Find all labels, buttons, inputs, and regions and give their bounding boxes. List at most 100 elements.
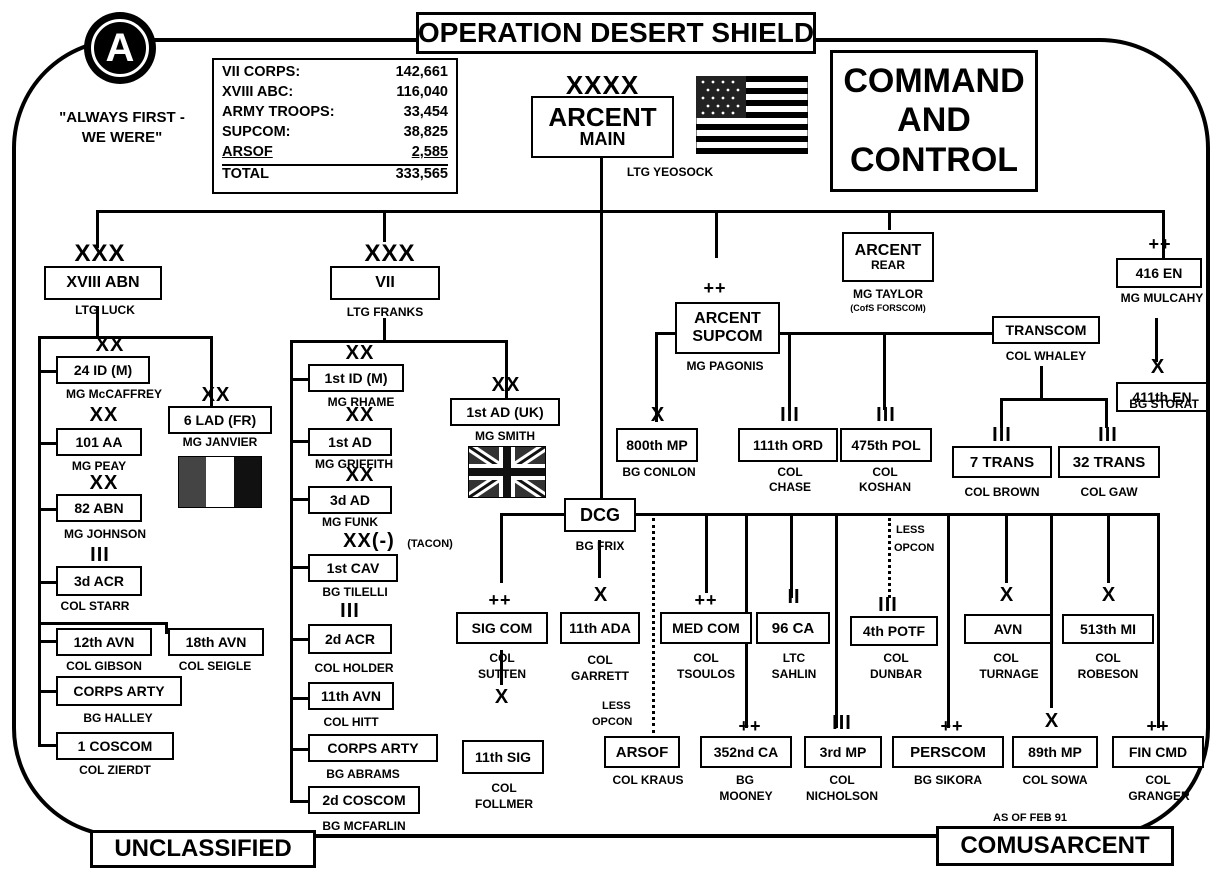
uk1-echelon: XX [491,374,521,396]
arcent-rear-box: ARCENT REAR [842,232,934,282]
coscom2-cdr: BG MCFARLIN [322,819,406,833]
arsof-box: ARSOF [604,736,680,768]
page-title: OPERATION DESERT SHIELD [416,12,816,54]
pol475-echelon: III [876,404,896,426]
en411-echelon: X [1150,356,1166,378]
rear-cdr-note: (CofS FORSCOM) [850,303,926,313]
trans32-cdr: COL GAW [1080,485,1138,499]
abn82-echelon: XX [89,472,119,494]
as-of-date: AS OF FEB 91 [993,812,1067,824]
ord111-cdr-2: CHASE [768,480,811,494]
sig11-cdr-2: FOLLMER [475,797,533,811]
ca352-box: 352nd CA [700,736,792,768]
transcom-box: TRANSCOM [992,316,1100,344]
arty7-cdr: BG ABRAMS [326,767,400,781]
motto-line-1: "ALWAYS FIRST - [59,109,185,126]
sig11-echelon: X [494,686,510,708]
cav1-cdr: BG TILELLI [322,585,388,599]
en411-box: 411th EN [1116,382,1208,412]
xviii-cdr: LTG LUCK [75,303,135,317]
avn-cdr-1: COL [993,651,1019,665]
id24-echelon: XX [95,334,125,356]
rear-line-2: REAR [870,258,905,273]
fincmd-box: FIN CMD [1112,736,1204,768]
sigcom-echelon: ++ [488,590,512,610]
arty18-box: CORPS ARTY [56,676,182,706]
classification-left: UNCLASSIFIED [90,830,316,868]
aa101-box: 101 AA [56,428,142,456]
ad3-cdr: MG FUNK [322,515,378,529]
classification-right: COMUSARCENT [936,826,1174,866]
mp89-box: 89th MP [1012,736,1098,768]
abn82-cdr: MG JOHNSON [63,527,146,541]
trans32-echelon: III [1098,424,1118,446]
strength-table: VII CORPS:142,661 XVIII ABC:116,040 ARMY… [212,58,458,194]
avn18-cdr: COL SEIGLE [178,659,252,673]
trans7-box: 7 TRANS [952,446,1052,478]
ca96-cdr-2: SAHLIN [771,667,817,681]
en416-cdr: MG MULCAHY [1120,291,1204,305]
en416-echelon: ++ [1148,234,1172,254]
fincmd-echelon: ++ [1146,716,1170,736]
vii-corps-box: VII [330,266,440,300]
arsof-note-2: OPCON [592,716,633,728]
xviii-echelon: XXX [74,240,126,267]
pol475-cdr-2: KOSHAN [858,480,911,494]
mp800-cdr: BG CONLON [622,465,696,479]
sigcom-cdr-2: SUTTEN [478,667,526,681]
arcent-main-echelon: XXXX [565,70,640,100]
mp3-box: 3rd MP [804,736,882,768]
ada11-echelon: X [593,584,609,606]
mi513-cdr-2: ROBESON [1077,667,1139,681]
cav1-box: 1st CAV [308,554,398,582]
ada11-cdr-1: COL [587,653,613,667]
avn-echelon: X [999,584,1015,606]
perscom-box: PERSCOM [892,736,1004,768]
avn12-cdr: COL GIBSON [66,659,142,673]
ad1-box: 1st AD [308,428,392,456]
vii-cdr: LTG FRANKS [346,305,424,319]
acr3-echelon: III [90,544,110,566]
acr2-cdr: COL HOLDER [314,661,394,675]
id1-cdr: MG RHAME [327,395,395,409]
strength-row: SUPCOM:38,825 [222,124,448,140]
medcom-echelon: ++ [694,590,718,610]
avn-cdr-2: TURNAGE [979,667,1039,681]
id24-box: 24 ID (M) [56,356,150,384]
coscom1-cdr: COL ZIERDT [79,763,151,777]
mp3-cdr-1: COL [829,773,855,787]
supcom-echelon: ++ [703,278,727,298]
title-line-2: AND [897,101,971,140]
logo-letter: A [91,19,149,77]
mp3-cdr-2: NICHOLSON [806,789,878,803]
trans32-box: 32 TRANS [1058,446,1160,478]
perscom-cdr: BG SIKORA [913,773,982,787]
potf4-box: 4th POTF [850,616,938,646]
ca352-cdr-2: MOONEY [719,789,773,803]
us-flag-icon [696,76,808,154]
avn12-box: 12th AVN [56,628,152,656]
mp800-echelon: X [650,404,666,426]
cav1-tacon: (TACON) [407,538,453,550]
mp800-box: 800th MP [616,428,698,462]
ca96-echelon: II [787,586,801,608]
sigcom-box: SIG COM [456,612,548,644]
rear-cdr: MG TAYLOR [852,287,923,301]
acr2-box: 2d ACR [308,624,392,654]
ord111-cdr-1: COL [777,465,803,479]
cav1-echelon: XX(-) [343,530,395,552]
xviii-abn-box: XVIII ABN [44,266,162,300]
french-flag-icon [178,456,262,508]
lad6-echelon: XX [201,384,231,406]
medcom-box: MED COM [660,612,752,644]
potf4-echelon: III [878,594,898,616]
uk-flag-icon [468,446,546,498]
arcent-main-line-1: ARCENT [548,102,657,133]
abn82-box: 82 ABN [56,494,142,522]
medcom-cdr-2: TSOULOS [676,667,735,681]
supcom-box: ARCENT SUPCOM [675,302,780,354]
potf4-cdr-2: DUNBAR [870,667,922,681]
